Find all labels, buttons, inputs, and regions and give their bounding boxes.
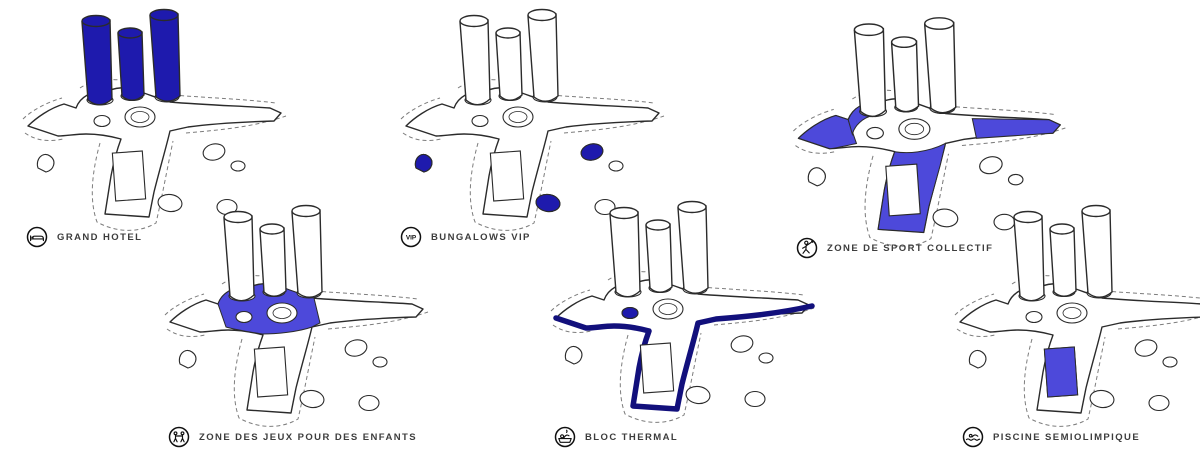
panel-zone-sport-collectif: ZONE DE SPORT COLLECTIF [788, 8, 1078, 259]
highlight-bungalow-pod [580, 143, 604, 161]
panel-label: GRAND HOTEL [57, 231, 143, 243]
highlight-bungalow-pod [535, 193, 561, 213]
children-playing-icon [168, 426, 190, 448]
highlight-pool [1043, 346, 1079, 398]
panel-label: PISCINE SEMIOLIMPIQUE [993, 431, 1141, 443]
panel-label: BUNGALOWS VIP [431, 231, 531, 243]
highlight-bungalow-pod [414, 153, 433, 173]
sport-player-icon [796, 237, 818, 259]
legend-caption: BLOC THERMAL [554, 426, 678, 448]
panel-bungalows-vip: VIP BUNGALOWS VIP [396, 0, 676, 248]
panel-label: ZONE DES JEUX POUR DES ENFANTS [199, 431, 418, 443]
panel-bloc-thermal: BLOC THERMAL [546, 192, 826, 448]
panel-label: ZONE DE SPORT COLLECTIF [827, 242, 994, 254]
site-plan-zone-sport [792, 17, 1067, 247]
svg-text:VIP: VIP [406, 234, 417, 241]
highlight-thermal-basin [621, 306, 639, 320]
site-plan-zone-jeux [164, 204, 429, 428]
vip-badge-icon: VIP [400, 226, 422, 248]
thermal-bath-icon [554, 426, 576, 448]
panel-zone-jeux-enfants: ZONE DES JEUX POUR DES ENFANTS [160, 196, 440, 448]
panel-piscine-semiolimpique: PISCINE SEMIOLIMPIQUE [950, 196, 1200, 448]
legend-caption: GRAND HOTEL [26, 226, 142, 248]
swimmer-icon [962, 426, 984, 448]
highlight-thermal-edge [553, 303, 815, 412]
legend-caption: ZONE DE SPORT COLLECTIF [796, 237, 993, 259]
highlight-sport-right-arm-patch [971, 118, 1062, 139]
panel-grand-hotel: GRAND HOTEL [18, 0, 298, 248]
hotel-bed-icon [26, 226, 48, 248]
site-plan-piscine [954, 204, 1200, 428]
panel-label: BLOC THERMAL [585, 431, 679, 443]
legend-caption: VIP BUNGALOWS VIP [400, 226, 531, 248]
legend-caption: ZONE DES JEUX POUR DES ENFANTS [168, 426, 417, 448]
legend-caption: PISCINE SEMIOLIMPIQUE [962, 426, 1140, 448]
site-plan-bloc-thermal [550, 200, 815, 424]
site-plan-bungalows-vip [400, 8, 665, 232]
